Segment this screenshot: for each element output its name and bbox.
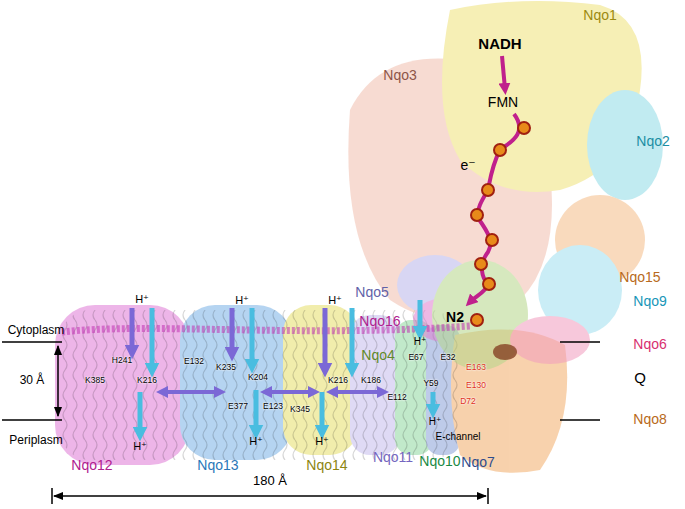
proton-label: H⁺: [133, 440, 147, 452]
residue-label: K186: [361, 376, 381, 385]
compartment-label: Periplasm: [9, 434, 62, 447]
subunit-label: Nqo16: [359, 314, 400, 329]
subunit-label: Nqo12: [71, 458, 112, 473]
fes-cluster: [482, 184, 494, 196]
subunit-label: Nqo2: [636, 134, 669, 149]
scale-tick: [51, 488, 53, 504]
subunit-label: Nqo7: [461, 455, 494, 470]
membrane-line: [2, 419, 62, 421]
cofactor-label: NADH: [478, 36, 521, 53]
dimension-label: 180 Å: [253, 474, 287, 488]
fes-cluster: [471, 209, 483, 221]
subunit-label: Nqo6: [633, 337, 666, 352]
fes-cluster: [518, 122, 530, 134]
fes-cluster: [471, 314, 483, 326]
subunit-label: Nqo5: [355, 285, 388, 300]
proton-arrow: [323, 308, 328, 370]
subunit-label: Nqo3: [383, 68, 416, 83]
dimension-arrow: [57, 346, 59, 416]
residue-label: H241: [112, 356, 132, 365]
proton-label: H⁺: [328, 294, 342, 306]
proton-arrow: [250, 308, 255, 366]
proton-arrow: [350, 308, 355, 370]
proton-arrows: [132, 300, 433, 434]
fes-cluster: [494, 144, 506, 156]
subunit-label: Nqo13: [197, 458, 238, 473]
membrane-line: [560, 419, 600, 421]
residue-label: E67: [408, 353, 423, 362]
proton-arrow: [418, 300, 423, 333]
subunit-label: Nqo14: [306, 458, 347, 473]
helix-texture: [60, 310, 460, 460]
residue-label: E112: [387, 393, 406, 402]
residue-label: D72: [460, 397, 476, 406]
residue-label: K216: [328, 376, 348, 385]
fes-cluster: [483, 278, 495, 290]
coupling-arrow: [266, 390, 314, 394]
membrane-line: [560, 341, 600, 343]
membrane-line: [2, 341, 62, 343]
proton-label: H⁺: [414, 336, 427, 347]
fes-cluster: [475, 258, 487, 270]
residue-label: K204: [248, 373, 268, 382]
residue-label: E130: [466, 381, 486, 390]
subunit-label: Nqo10: [419, 454, 460, 469]
residue-label: E123: [263, 402, 283, 411]
quinone-blob: [493, 344, 517, 360]
scale-arrow: [54, 495, 486, 497]
subunit-label: Nqo15: [619, 270, 660, 285]
residue-label: K345: [290, 405, 310, 414]
proton-arrow: [150, 308, 155, 370]
membrane-lines: [2, 342, 600, 504]
peripheral-arm: [348, 1, 663, 370]
proton-arrow: [320, 392, 325, 432]
subunit-shape: [510, 316, 590, 364]
fes-clusters: [471, 122, 530, 326]
residue-label: K216: [137, 376, 157, 385]
subunit-label: Nqo4: [361, 348, 394, 363]
residue-label: E377: [228, 402, 248, 411]
helix-texture: [60, 310, 460, 460]
coupling-arrow: [162, 390, 220, 394]
proton-label: H⁺: [315, 435, 329, 447]
channel-label: E-channel: [435, 431, 480, 442]
proton-label: H⁺: [235, 294, 249, 306]
residue-label: E32: [440, 353, 455, 362]
proton-arrow: [138, 392, 143, 434]
residue-label: K385: [85, 376, 105, 385]
subunit-label: Nqo11: [373, 450, 413, 465]
compartment-label: Cytoplasm: [8, 324, 65, 337]
electron-label: e⁻: [460, 158, 475, 173]
proton-arrow: [230, 308, 235, 354]
residue-label: E163: [466, 363, 486, 372]
coupling-arrow: [332, 390, 383, 394]
electron-arrow: [502, 56, 505, 89]
cofactor-label: FMN: [488, 95, 518, 110]
fes-cluster: [486, 234, 498, 246]
proton-arrow: [130, 308, 135, 352]
proton-label: H⁺: [135, 293, 149, 305]
residue-label: Y59: [423, 379, 438, 388]
cluster-label: N2: [446, 310, 464, 325]
residue-label: K235: [216, 363, 236, 372]
subunit-label: Nqo9: [633, 294, 666, 309]
proton-label: H⁺: [429, 416, 442, 427]
quinone-label: Q: [634, 370, 646, 387]
transverse-helix: [62, 326, 470, 332]
dimension-label: 30 Å: [20, 374, 45, 387]
proton-arrow: [254, 390, 259, 432]
subunit-label: Nqo8: [633, 412, 666, 427]
subunit-shape: [432, 260, 528, 370]
scale-tick: [487, 488, 489, 504]
proton-arrow: [431, 392, 436, 411]
residue-label: E132: [184, 357, 204, 366]
proton-label: H⁺: [249, 435, 263, 447]
subunit-label: Nqo1: [583, 8, 616, 23]
electron-arrow: [470, 114, 519, 302]
